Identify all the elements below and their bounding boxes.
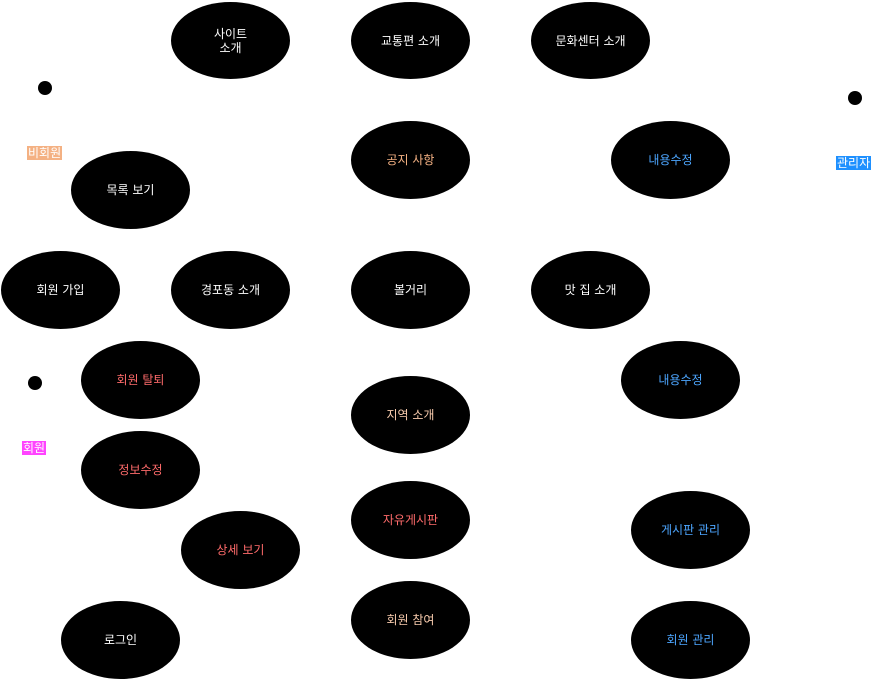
usecase-gyeongpo-intro[interactable]: 경포동 소개 bbox=[171, 251, 290, 329]
usecase-board-manage[interactable]: 게시판 관리 bbox=[631, 491, 750, 569]
usecase-edit-content-1[interactable]: 내용수정 bbox=[611, 121, 730, 199]
actor-member-icon bbox=[28, 376, 42, 390]
usecase-region-intro[interactable]: 지역 소개 bbox=[351, 376, 470, 454]
usecase-edit-info[interactable]: 정보수정 bbox=[81, 431, 200, 509]
usecase-transport-intro[interactable]: 교통편 소개 bbox=[351, 2, 470, 79]
usecase-member-join[interactable]: 회원 참여 bbox=[351, 581, 470, 659]
actor-admin-icon bbox=[848, 91, 862, 105]
usecase-notice[interactable]: 공지 사항 bbox=[351, 121, 470, 199]
usecase-withdraw[interactable]: 회원 탈퇴 bbox=[81, 341, 200, 419]
usecase-culture-center[interactable]: 문화센터 소개 bbox=[531, 2, 650, 79]
usecase-list-view[interactable]: 목록 보기 bbox=[71, 151, 190, 229]
usecase-free-board[interactable]: 자유게시판 bbox=[351, 481, 470, 559]
usecase-restaurants[interactable]: 맛 집 소개 bbox=[531, 251, 650, 329]
usecase-site-intro[interactable]: 사이트 소개 bbox=[171, 2, 290, 79]
usecase-attractions[interactable]: 볼거리 bbox=[351, 251, 470, 329]
actor-nonmember-label: 비회원 bbox=[27, 146, 63, 160]
usecase-detail-view[interactable]: 상세 보기 bbox=[181, 511, 300, 589]
usecase-login[interactable]: 로그인 bbox=[61, 601, 180, 679]
usecase-member-manage[interactable]: 회원 관리 bbox=[631, 601, 750, 679]
usecase-edit-content-2[interactable]: 내용수정 bbox=[621, 341, 740, 419]
actor-nonmember-icon bbox=[38, 81, 52, 95]
actor-member-label: 회원 bbox=[22, 441, 47, 455]
usecase-signup[interactable]: 회원 가입 bbox=[1, 251, 120, 329]
actor-admin-label: 관리자 bbox=[836, 156, 872, 170]
